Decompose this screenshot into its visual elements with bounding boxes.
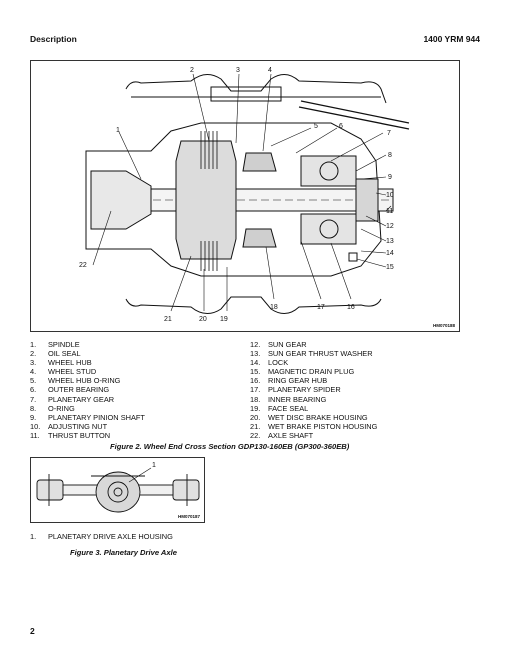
figure-3-parts-list: 1.PLANETARY DRIVE AXLE HOUSING — [30, 532, 173, 541]
figure-2-caption: Figure 2. Wheel End Cross Section GDP130… — [110, 442, 350, 451]
list-item: 22.AXLE SHAFT — [250, 430, 314, 440]
section-title: Description — [30, 34, 77, 44]
callout-5: 5 — [314, 123, 318, 130]
list-item: 1.SPINDLE — [30, 340, 80, 349]
callout-4: 4 — [268, 67, 272, 74]
callout-7: 7 — [387, 130, 391, 137]
callout-20: 20 — [199, 316, 207, 323]
list-item: 11.THRUST BUTTON — [30, 430, 111, 440]
list-item: 18.INNER BEARING — [250, 394, 327, 404]
callout-21: 21 — [164, 316, 172, 323]
list-item: 8.O-RING — [30, 403, 75, 413]
list-item: 17.PLANETARY SPIDER — [250, 385, 341, 395]
parts-list-right: 12.SUN GEAR 13.SUN GEAR THRUST WASHER 14… — [250, 340, 470, 440]
list-item: 3.WHEEL HUB — [30, 358, 92, 368]
list-item: 15.MAGNETIC DRAIN PLUG — [250, 367, 355, 377]
callout-18: 18 — [270, 304, 278, 311]
list-item: 7.PLANETARY GEAR — [30, 394, 115, 404]
callout-13: 13 — [386, 238, 394, 245]
list-item: 4.WHEEL STUD — [30, 367, 97, 377]
callout-6: 6 — [339, 123, 343, 130]
axle-drawing: 1 — [36, 462, 200, 513]
list-item: 10.ADJUSTING NUT — [30, 421, 108, 431]
callout-2: 2 — [190, 67, 194, 74]
callout-14: 14 — [386, 250, 394, 257]
list-item: 6.OUTER BEARING — [30, 385, 110, 395]
figure-id-label: HM070188 — [432, 323, 455, 328]
list-item: 13.SUN GEAR THRUST WASHER — [250, 349, 373, 359]
list-item: 5.WHEEL HUB O-RING — [30, 376, 121, 386]
callout-17: 17 — [317, 304, 325, 311]
document-number: 1400 YRM 944 — [423, 34, 480, 44]
parts-list-left: 1.SPINDLE 2.OIL SEAL 3.WHEEL HUB 4.WHEEL… — [30, 340, 250, 440]
callout-16: 16 — [347, 304, 355, 311]
list-item: 2.OIL SEAL — [30, 349, 81, 359]
callout-9: 9 — [388, 174, 392, 181]
planetary-drive-axle-figure: 1 HM070187 — [30, 457, 205, 523]
list-item: 14.LOCK — [250, 358, 289, 368]
callout-10: 10 — [386, 192, 394, 199]
list-item: 16.RING GEAR HUB — [250, 376, 328, 386]
page-number: 2 — [30, 626, 35, 636]
callout-22: 22 — [79, 262, 87, 269]
callout-8: 8 — [388, 152, 392, 159]
figure-id-label: HM070187 — [177, 514, 200, 519]
list-item: 19.FACE SEAL — [250, 403, 309, 413]
callout-1: 1 — [152, 462, 156, 469]
callout-1: 1 — [116, 127, 120, 134]
cross-section-drawing: 1 2 3 4 5 6 7 8 9 10 11 12 13 14 15 16 1… — [79, 67, 410, 323]
list-item: 9.PLANETARY PINION SHAFT — [30, 412, 145, 422]
figure-3-caption: Figure 3. Planetary Drive Axle — [70, 548, 177, 557]
list-item: 20.WET DISC BRAKE HOUSING — [250, 412, 368, 422]
list-item: 21.WET BRAKE PISTON HOUSING — [250, 421, 378, 431]
callout-19: 19 — [220, 316, 228, 323]
list-item: 12.SUN GEAR — [250, 340, 307, 349]
callout-11: 11 — [386, 208, 393, 215]
callout-12: 12 — [386, 223, 394, 230]
callout-15: 15 — [386, 264, 394, 271]
wheel-end-cross-section-figure: 1 2 3 4 5 6 7 8 9 10 11 12 13 14 15 16 1… — [30, 60, 460, 332]
callout-3: 3 — [236, 67, 240, 74]
